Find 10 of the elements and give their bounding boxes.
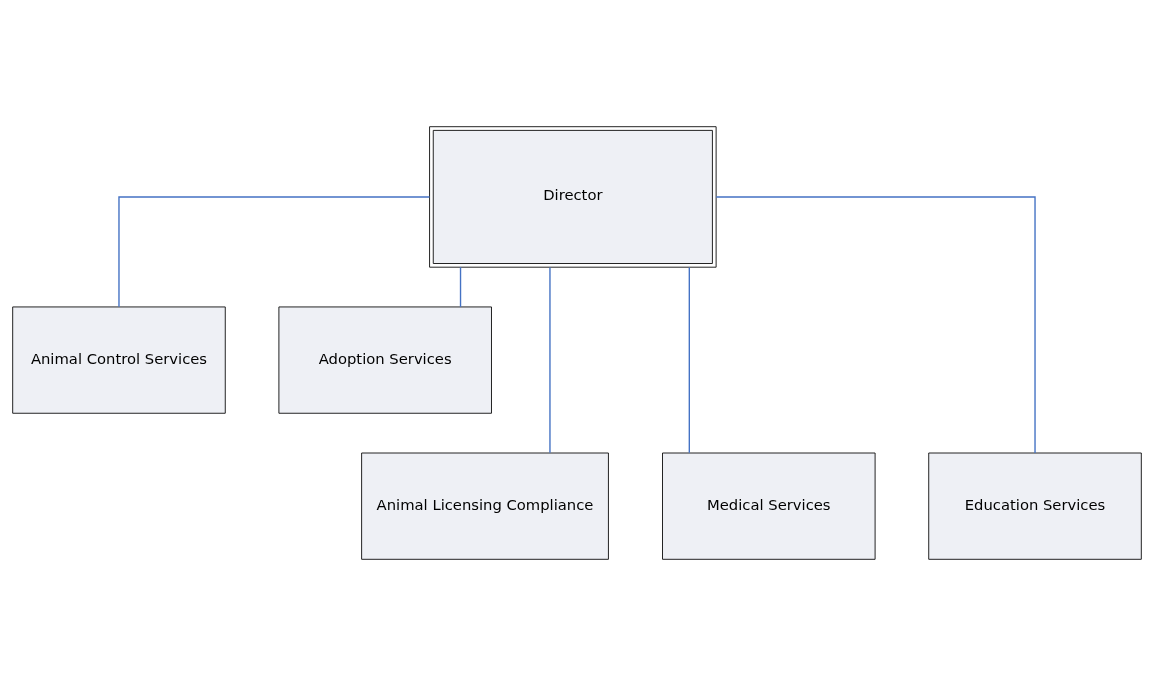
- node-box: Animal Control Services: [12, 306, 226, 414]
- connector: [715, 196, 1036, 454]
- connector: [688, 266, 690, 454]
- node-box: Education Services: [928, 452, 1142, 560]
- node-box: Medical Services: [662, 452, 876, 560]
- node-box: Adoption Services: [278, 306, 492, 414]
- node-box: Animal Licensing Compliance: [361, 452, 609, 560]
- connector: [459, 266, 462, 308]
- connector: [549, 266, 551, 454]
- connector: [118, 196, 431, 308]
